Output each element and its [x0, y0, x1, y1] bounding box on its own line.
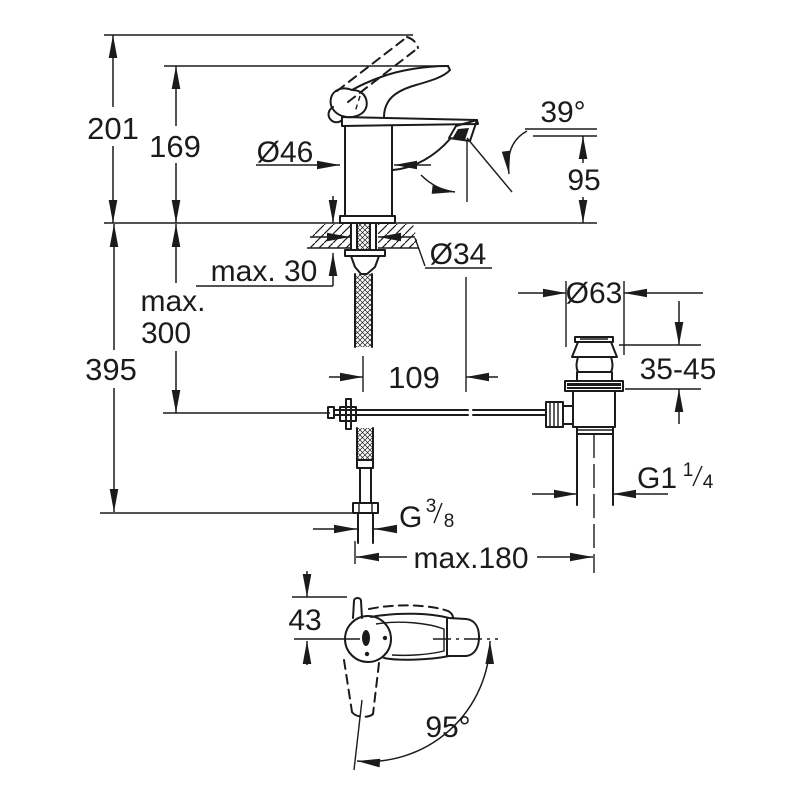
dim-max180: max.180	[354, 541, 593, 575]
dim-109: 109	[329, 277, 498, 395]
lever-handle	[327, 65, 451, 124]
pop-up-waste	[545, 336, 624, 573]
aerator-outlet	[452, 128, 469, 140]
waste-thread-den: 4	[703, 472, 714, 493]
dim-95deg-label: 95°	[425, 711, 470, 744]
dim-g1-1-4: G1 1 4	[532, 460, 714, 499]
dim-max300: max. 300	[140, 224, 330, 414]
side-view-faucet	[104, 34, 597, 224]
handle-alt-position-dashed	[368, 604, 449, 612]
dim-201-label: 201	[87, 111, 139, 146]
faucet-base	[339, 215, 396, 224]
spout-top-plate	[341, 116, 479, 127]
dim-95deg: 95°	[425, 711, 470, 744]
supply-thread-den: 8	[444, 511, 455, 532]
swivel-arc	[356, 640, 494, 768]
dim-dia34: Ø34	[310, 232, 492, 271]
dim-169-label: 169	[149, 129, 201, 164]
spout-angle-annotation	[420, 128, 597, 202]
dim-dia46: Ø46	[256, 136, 431, 170]
pop-up-rod	[327, 398, 547, 430]
dim-max30: max. 30	[196, 196, 338, 288]
dim-max300-word: max.	[140, 285, 205, 318]
dim-max300-value: 300	[141, 317, 191, 350]
dim-169: 169	[149, 66, 201, 223]
cartridge-slot	[362, 630, 370, 646]
dim-dia63-label: Ø63	[566, 277, 623, 310]
dim-dia63: Ø63	[518, 277, 703, 355]
dim-g3-8: G 3 8	[313, 496, 454, 534]
dim-109-label: 109	[388, 360, 440, 395]
supply-connector-nut	[352, 502, 379, 514]
waste-body	[572, 390, 616, 428]
dim-max180-label: max.180	[413, 542, 528, 575]
dim-43: 43	[288, 571, 347, 665]
lever-handle-raised-dashed	[336, 36, 419, 103]
counter-hatch-right	[378, 224, 419, 248]
supply-thread-base: G	[399, 501, 422, 534]
dim-395: 395	[85, 224, 352, 514]
waste-thread-num: 1	[683, 460, 694, 481]
dim-395-label: 395	[85, 352, 137, 387]
waste-thread-base: G1	[637, 462, 677, 495]
mounting-nut	[350, 255, 380, 275]
dim-39deg-label: 39°	[540, 96, 585, 129]
dim-dia34-label: Ø34	[430, 238, 487, 271]
waste-cone	[571, 341, 618, 358]
hose-crimp	[356, 459, 374, 469]
supply-thread-num: 3	[426, 496, 437, 517]
counter-hatch-left	[307, 224, 350, 248]
dim-43-label: 43	[288, 604, 321, 637]
dim-35-45: 35-45	[619, 301, 716, 424]
dim-201: 201	[87, 35, 139, 223]
handle-swung-dashed	[343, 659, 353, 713]
dim-39deg: 39°	[540, 96, 585, 129]
dim-35-45-label: 35-45	[640, 353, 717, 386]
spout-tip	[448, 119, 478, 142]
top-view	[294, 597, 498, 771]
lever-tip-tab	[352, 597, 363, 619]
dim-95: 95	[533, 135, 601, 223]
dim-95-label: 95	[567, 164, 600, 197]
dim-dia46-label: Ø46	[257, 136, 314, 169]
dim-max30-label: max. 30	[211, 255, 318, 288]
